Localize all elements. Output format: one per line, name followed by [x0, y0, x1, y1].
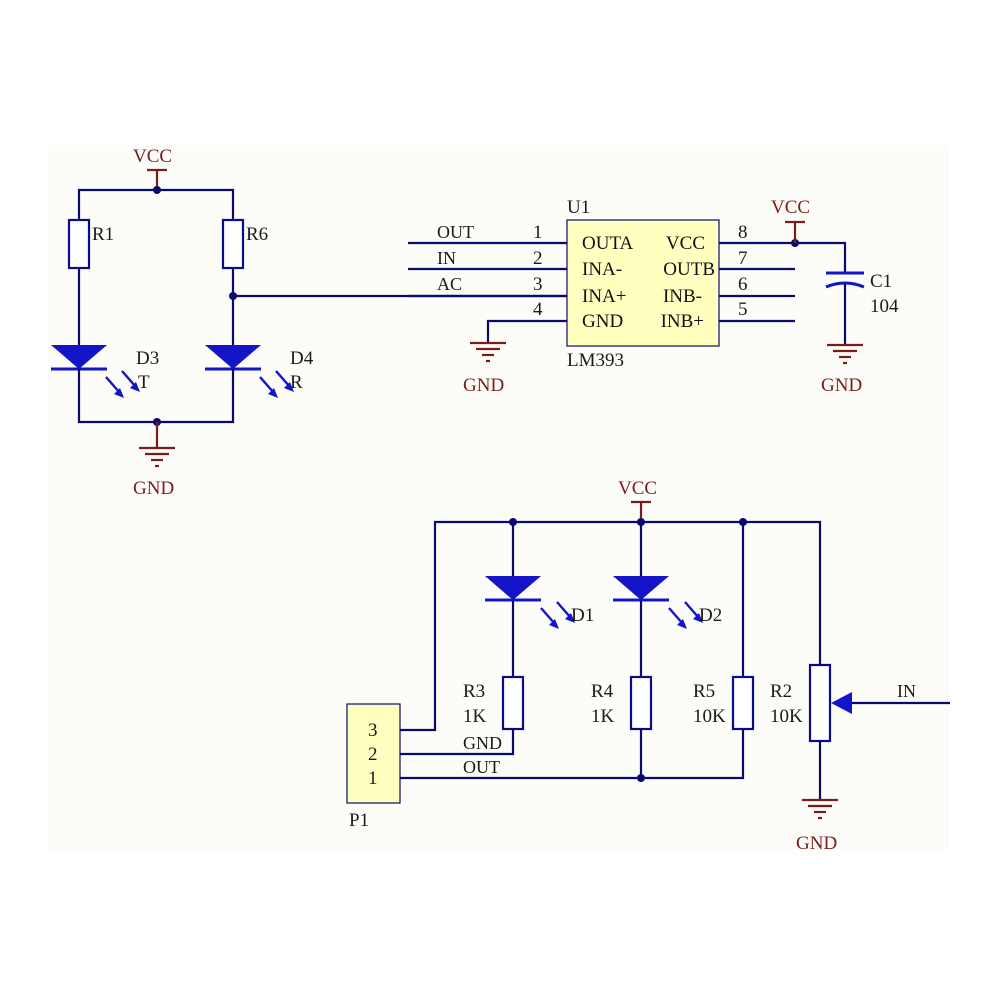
- vcc-label-bottom: VCC: [618, 478, 657, 499]
- potentiometer-r2: [808, 663, 832, 743]
- gnd-label-bridge: GND: [133, 478, 174, 499]
- r4-ref: R4: [591, 681, 614, 702]
- u1-pin-name: OUTB: [663, 259, 715, 280]
- r3-value: 1K: [463, 706, 487, 727]
- d3-ref: D3: [136, 348, 159, 369]
- net-ac-label: AC: [437, 274, 462, 294]
- junction: [637, 774, 645, 782]
- vcc-label-u1: VCC: [771, 197, 810, 218]
- d4-tag: R: [290, 372, 303, 393]
- u1-pin-num: 5: [738, 299, 748, 320]
- r5-value: 10K: [693, 706, 726, 727]
- u1-part: LM393: [567, 350, 624, 371]
- p1-ref: P1: [349, 810, 369, 831]
- header-p1: [346, 703, 401, 804]
- net-in-label: IN: [437, 248, 456, 268]
- resistor-r6: [221, 218, 245, 270]
- u1-body: [566, 219, 720, 347]
- u1-pin-name: INB-: [663, 286, 702, 307]
- u1-pin-num: 3: [533, 274, 543, 295]
- sheet-background: [48, 145, 950, 850]
- vcc-tee-u1: [785, 220, 805, 243]
- u1-pin-num: 7: [738, 248, 748, 269]
- p1-pin-num: 1: [368, 768, 378, 789]
- resistor-r3: [501, 675, 525, 731]
- d4-ref: D4: [290, 348, 314, 369]
- output-stage: VCC D1 R3 1K GND D2 R4 1K R5 10K: [346, 478, 950, 854]
- net-gnd-label: GND: [463, 733, 502, 753]
- u1-pin-name: INB+: [661, 311, 704, 332]
- u1-ref: U1: [567, 197, 590, 218]
- net-out-label-p1: OUT: [463, 757, 500, 777]
- d3-tag: T: [138, 372, 150, 393]
- u1-pin-num: 8: [738, 222, 748, 243]
- u1-pin-num: 1: [533, 222, 543, 243]
- r5-ref: R5: [693, 681, 715, 702]
- capacitor-c1: [825, 271, 865, 289]
- u1-pin-name: INA-: [582, 259, 622, 280]
- u1-pin-num: 6: [738, 274, 748, 295]
- u1-pin-name: OUTA: [582, 233, 634, 254]
- junction: [153, 186, 161, 194]
- c1-ref: C1: [870, 271, 892, 292]
- sensor-bridge: VCC R1 R6 D3 T D4 R GND: [49, 146, 567, 499]
- u1-pin-name: VCC: [666, 233, 705, 254]
- d1-ref: D1: [571, 605, 594, 626]
- net-out-label: OUT: [437, 222, 474, 242]
- gnd-label-u1: GND: [463, 375, 504, 396]
- r3-ref: R3: [463, 681, 485, 702]
- gnd-label-r2: GND: [796, 833, 837, 854]
- resistor-r1: [67, 218, 91, 270]
- wiper-arrow-icon: [831, 692, 852, 714]
- r1-ref: R1: [92, 224, 114, 245]
- vcc-label-top-left: VCC: [133, 146, 172, 167]
- p1-pin-num: 3: [368, 720, 378, 741]
- resistor-r4: [629, 675, 653, 731]
- d2-ref: D2: [699, 605, 722, 626]
- r2-ref: R2: [770, 681, 792, 702]
- r6-ref: R6: [246, 224, 268, 245]
- net-in-label-r2: IN: [897, 681, 916, 701]
- u1-pin-num: 4: [533, 299, 543, 320]
- r2-value: 10K: [770, 706, 803, 727]
- comparator-u1: U1 LM393 GND OUT IN AC 1 2 3 4 OUTA INA-…: [408, 197, 899, 396]
- c1-value: 104: [870, 296, 899, 317]
- r4-value: 1K: [591, 706, 615, 727]
- u1-pin-num: 2: [533, 248, 543, 269]
- resistor-r5: [731, 675, 755, 731]
- p1-pin-num: 2: [368, 744, 378, 765]
- gnd-label-c1: GND: [821, 375, 862, 396]
- u1-pin-name: GND: [582, 311, 623, 332]
- u1-pin-name: INA+: [582, 286, 627, 307]
